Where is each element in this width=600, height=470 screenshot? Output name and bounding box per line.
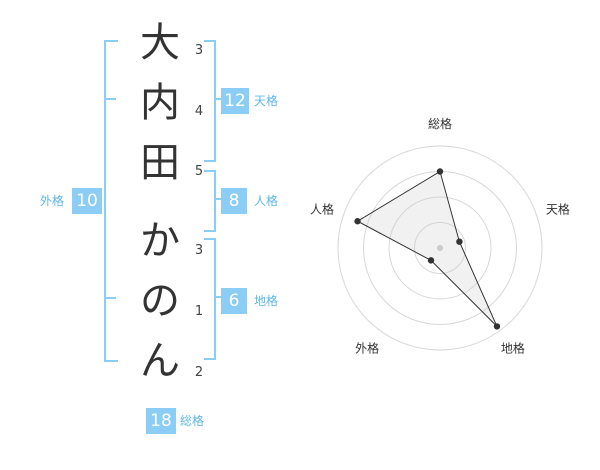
radar-axis-label: 外格 bbox=[355, 340, 379, 355]
bracket-tick bbox=[214, 98, 224, 100]
stroke-count-1: 3 bbox=[194, 43, 204, 58]
radar-point bbox=[354, 218, 361, 225]
stroke-count-2: 4 bbox=[194, 104, 204, 119]
name-char-4: か bbox=[140, 218, 180, 264]
name-char-3: 田 bbox=[140, 140, 180, 186]
name-char-1: 大 bbox=[140, 20, 180, 66]
gaikaku-bracket bbox=[104, 40, 118, 362]
name-char-5: の bbox=[140, 278, 180, 324]
bracket-tick bbox=[106, 98, 116, 100]
bracket-tick bbox=[106, 297, 116, 299]
stroke-count-4: 3 bbox=[194, 243, 204, 258]
stroke-count-3: 5 bbox=[194, 164, 204, 179]
name-char-2: 内 bbox=[140, 80, 180, 126]
tenkaku-label: 天格 bbox=[254, 94, 279, 108]
chikaku-label: 地格 bbox=[254, 294, 279, 308]
bracket-tick bbox=[214, 296, 224, 298]
radar-point bbox=[427, 257, 435, 264]
radar-ring bbox=[414, 222, 466, 274]
radar-axis-label: 人格 bbox=[310, 202, 334, 217]
radar-ring bbox=[388, 196, 492, 300]
stroke-count-6: 2 bbox=[194, 365, 204, 380]
gaikaku-label: 外格 bbox=[40, 194, 65, 208]
radar-center-dot bbox=[437, 245, 443, 251]
radar-point bbox=[456, 238, 463, 245]
radar-axis-label: 総格 bbox=[428, 116, 452, 131]
bracket-tick bbox=[214, 198, 224, 200]
tenkaku-value: 12 bbox=[221, 88, 249, 114]
radar-ring bbox=[337, 145, 543, 351]
stroke-count-5: 1 bbox=[194, 304, 204, 319]
jinkaku-label: 人格 bbox=[254, 194, 279, 208]
gaikaku-value: 10 bbox=[72, 188, 102, 214]
soukaku-value: 18 bbox=[146, 408, 176, 434]
radar-point bbox=[493, 323, 501, 330]
jinkaku-value: 8 bbox=[221, 188, 247, 214]
name-char-6: ん bbox=[140, 338, 180, 384]
radar-axis-label: 地格 bbox=[501, 340, 525, 355]
chikaku-value: 6 bbox=[221, 288, 247, 314]
jinkaku-bracket bbox=[204, 170, 216, 232]
radar-point bbox=[436, 168, 444, 175]
radar-polygon bbox=[356, 170, 498, 327]
radar-axis-label: 天格 bbox=[546, 202, 570, 217]
chikaku-bracket bbox=[204, 238, 216, 360]
soukaku-label: 総格 bbox=[180, 414, 205, 428]
tenkaku-bracket bbox=[204, 40, 216, 162]
